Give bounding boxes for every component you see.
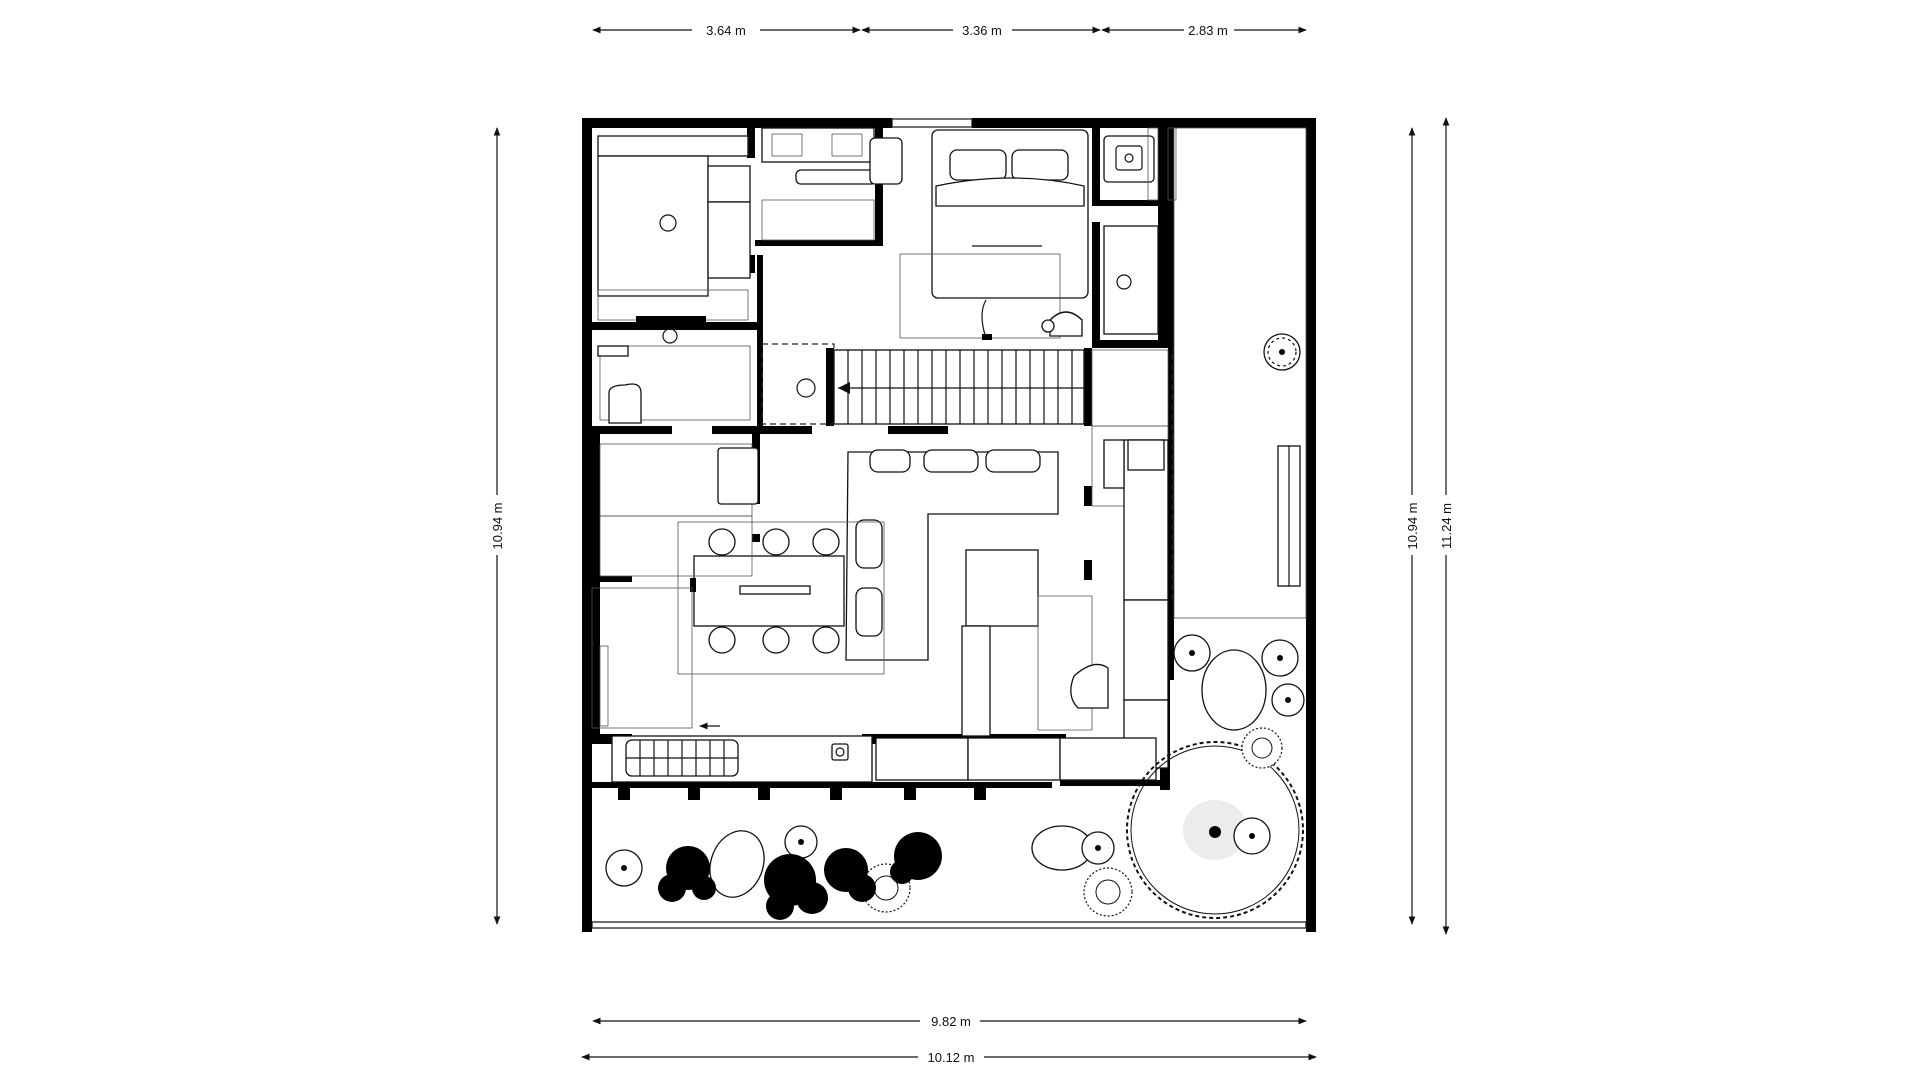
bedroom-chair [1041, 311, 1083, 337]
dimension-left: 10.94 m [490, 127, 505, 925]
dimension-label-top-1: 3.64 m [706, 23, 746, 38]
left-bath [597, 345, 751, 424]
shrub-dark-1 [658, 846, 716, 902]
dimension-top-3: 2.83 m [1101, 23, 1307, 38]
right-bath [1103, 127, 1177, 335]
tree-top-right [1263, 333, 1301, 371]
dimension-label-right-outer: 11.24 m [1439, 503, 1454, 549]
spiky-plant-2 [1083, 867, 1133, 917]
shrub-dark-3 [824, 848, 876, 902]
dimension-top-2: 3.36 m [861, 23, 1101, 38]
kitchen-counter [611, 722, 1157, 783]
terrace-right [1173, 127, 1307, 619]
dimension-right-inner: 10.94 m [1405, 127, 1420, 925]
dining-area [677, 521, 885, 675]
armchair [1070, 663, 1109, 709]
plant-cluster-right [1173, 634, 1305, 731]
dimension-label-right-inner: 10.94 m [1405, 503, 1420, 550]
plant-circle-2 [784, 825, 818, 859]
bedroom [899, 129, 1089, 340]
sofa [845, 449, 1059, 661]
shrub-dark-2 [764, 854, 828, 920]
dimension-label-top-3: 2.83 m [1188, 23, 1228, 38]
shrub-dark-4 [890, 832, 942, 884]
top-left-room [597, 135, 751, 344]
radiator-bottom [625, 739, 739, 777]
stone-1 [709, 830, 765, 898]
dimension-right-outer: 11.24 m [1439, 117, 1454, 935]
dimension-label-bottom-outer: 10.12 m [928, 1050, 975, 1065]
big-tree [1126, 741, 1304, 919]
plant-circle-3 [1081, 831, 1115, 865]
exterior-walls [582, 118, 1316, 932]
dimension-top-1: 3.64 m [592, 23, 861, 38]
radiator-top [795, 137, 903, 185]
top-bath [761, 127, 903, 241]
dimension-label-top-2: 3.36 m [962, 23, 1002, 38]
staircase [761, 343, 1085, 425]
dimension-label-left: 10.94 m [490, 503, 505, 550]
living-room [845, 439, 1169, 769]
plant-circle-1 [605, 849, 643, 887]
garden [605, 333, 1305, 920]
left-lower-rooms [591, 443, 759, 729]
dimension-label-bottom-inner: 9.82 m [931, 1014, 971, 1029]
spiky-plant-1 [1241, 727, 1283, 769]
dimension-bottom-outer: 10.12 m [581, 1050, 1317, 1065]
dimension-bottom-inner: 9.82 m [592, 1014, 1307, 1029]
